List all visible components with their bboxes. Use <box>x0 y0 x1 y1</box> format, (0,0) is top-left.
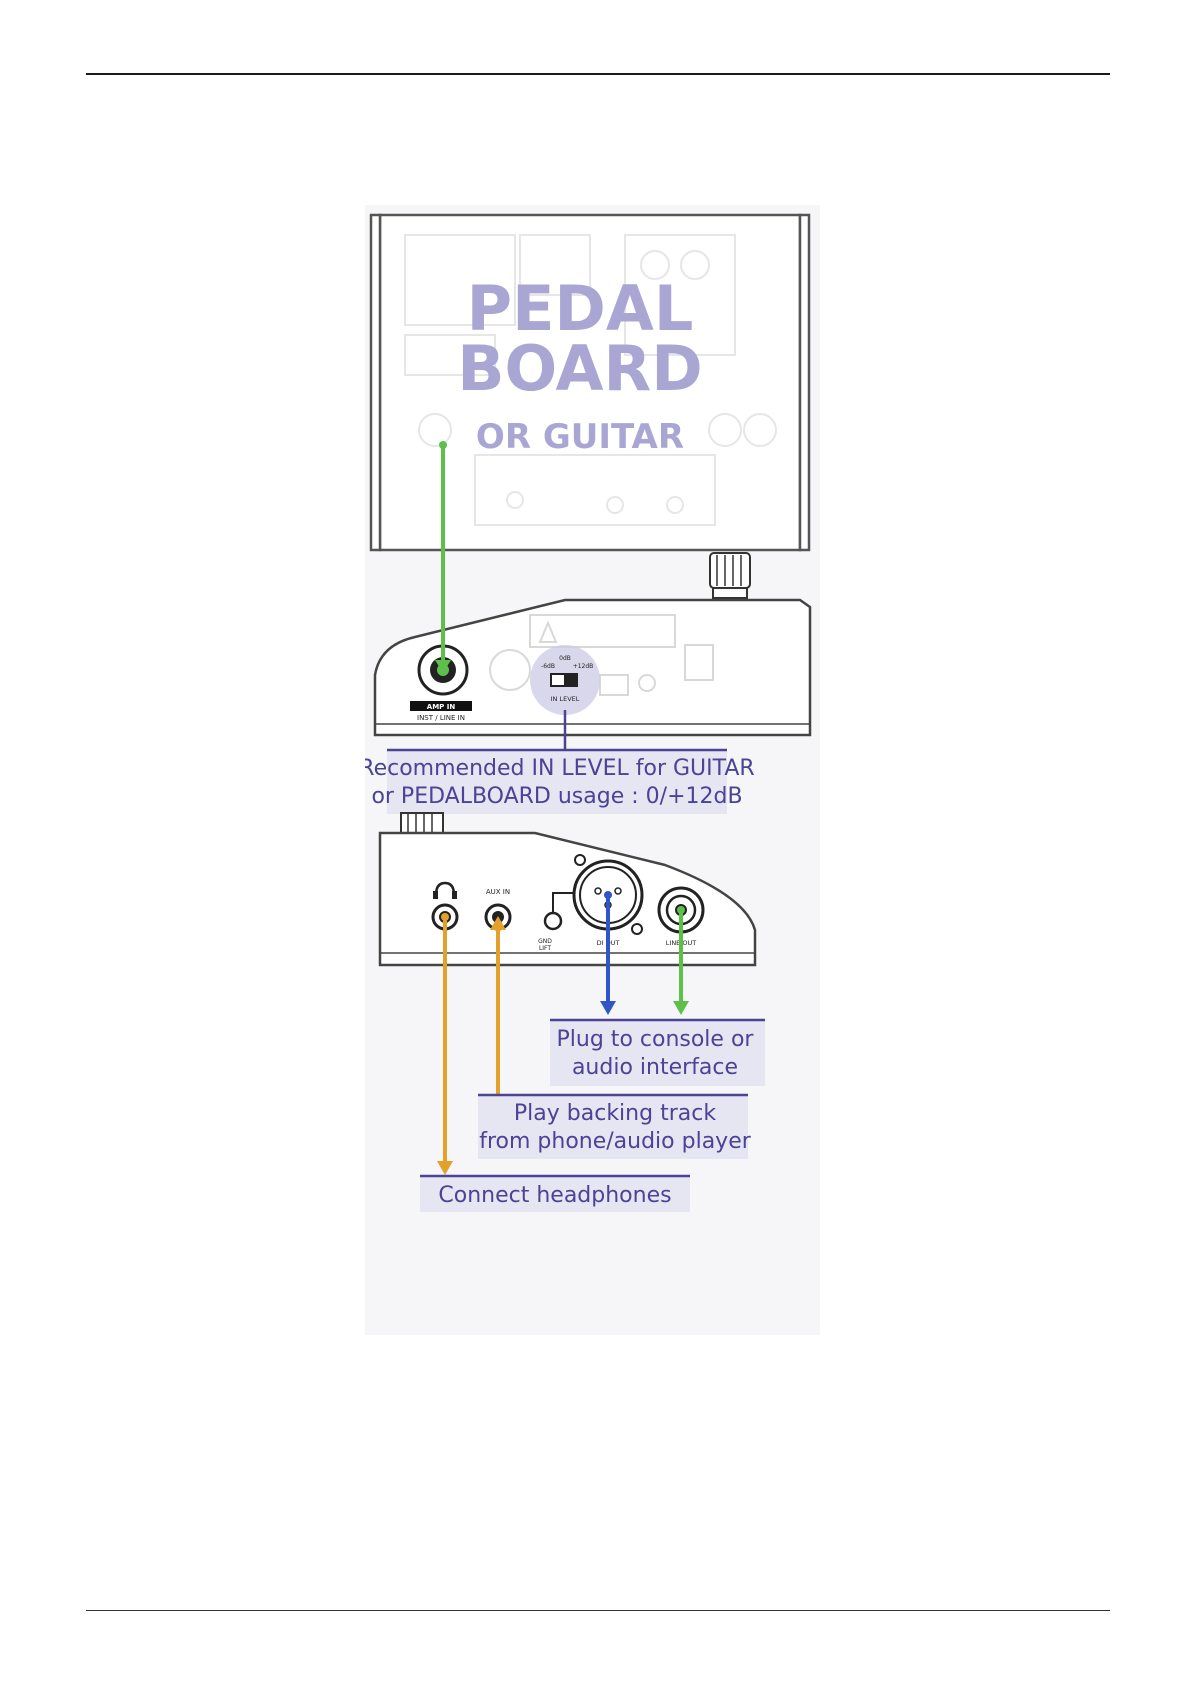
headphones-icon <box>433 891 438 899</box>
in-level-switch: 0dB -6dB +12dB IN LEVEL <box>530 645 600 715</box>
amp-in-label: AMP IN <box>427 703 456 711</box>
backing-callout-line-1: Play backing track <box>514 1101 716 1126</box>
footer-rule <box>86 1610 1110 1611</box>
gnd-lift-label-1: GND <box>538 938 552 945</box>
headphones-callout: Connect headphones <box>420 1176 690 1212</box>
pedalboard-box: PEDAL BOARD OR GUITAR <box>371 215 809 550</box>
console-callout-line-1: Plug to console or <box>557 1027 755 1052</box>
console-callout: Plug to console or audio interface <box>550 1020 765 1086</box>
side-knob <box>401 813 443 833</box>
backing-callout-line-2: from phone/audio player <box>479 1129 752 1154</box>
pedalboard-title-2: BOARD <box>457 332 703 405</box>
console-callout-line-2: audio interface <box>572 1055 738 1080</box>
switch-0db-label: 0dB <box>559 655 571 662</box>
gain-knob <box>710 553 750 598</box>
connection-diagram: PEDAL BOARD OR GUITAR <box>365 205 820 1335</box>
device-input-panel: AMP IN INST / LINE IN 0dB -6dB +12dB IN … <box>375 553 810 735</box>
in-level-label: IN LEVEL <box>551 695 580 703</box>
recommendation-callout: Recommended IN LEVEL for GUITAR or PEDAL… <box>365 750 755 814</box>
headphones-callout-text: Connect headphones <box>438 1183 671 1208</box>
device-output-panel: AUX IN GND LIFT DI OUT LINE OUT <box>380 813 755 965</box>
aux-in-label: AUX IN <box>486 888 510 896</box>
gnd-lift-label-2: LIFT <box>539 945 551 952</box>
recommendation-line-2: or PEDALBOARD usage : 0/+12dB <box>371 784 742 809</box>
pedalboard-title-3: OR GUITAR <box>476 417 684 457</box>
recommendation-line-1: Recommended IN LEVEL for GUITAR <box>365 756 755 781</box>
backing-track-callout: Play backing track from phone/audio play… <box>478 1095 752 1159</box>
header-rule <box>86 73 1110 75</box>
switch-minus6-label: -6dB <box>541 663 555 670</box>
switch-plus12-label: +12dB <box>573 663 594 670</box>
amp-in-sublabel: INST / LINE IN <box>417 714 465 722</box>
